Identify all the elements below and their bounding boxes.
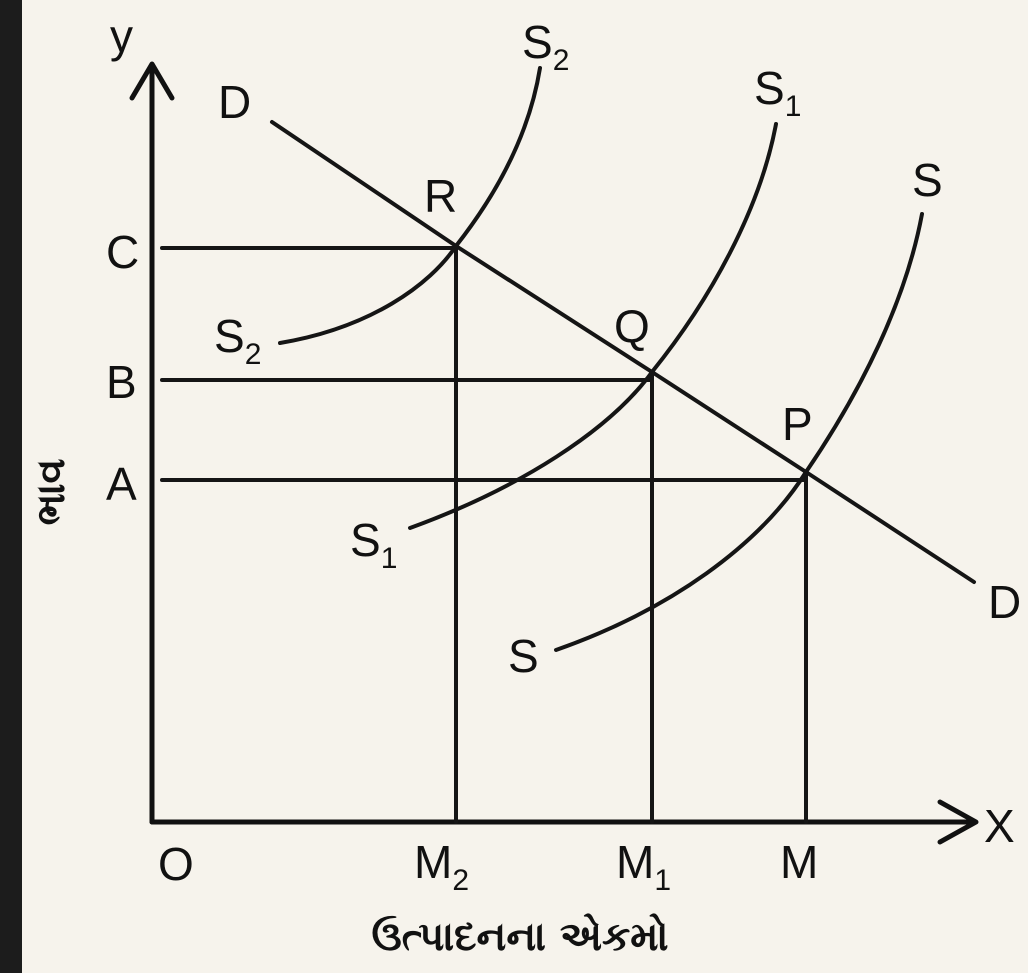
- price-label-b: B: [106, 356, 137, 408]
- origin-label: O: [158, 838, 194, 890]
- supply-curve-s: [554, 212, 924, 652]
- supply-label-s2-top: S2: [522, 16, 569, 77]
- point-label-p: P: [782, 398, 813, 450]
- demand-curve: [270, 120, 976, 584]
- quantity-label-m: M: [780, 836, 818, 888]
- y-axis-letter: y: [110, 10, 133, 62]
- supply-label-s-bottom: S: [508, 630, 539, 682]
- x-axis-title: ઉત્પાદનના એકમો: [371, 913, 668, 960]
- point-label-r: R: [424, 170, 457, 222]
- supply-curve-s2: [278, 66, 542, 345]
- supply-label-s1-top: S1: [754, 62, 801, 123]
- x-axis-letter: X: [984, 800, 1015, 852]
- y-axis-title: ભાવ: [28, 459, 74, 526]
- x-axis-arrowhead: [937, 799, 979, 845]
- price-label-a: A: [106, 458, 137, 510]
- demand-label-bottom: D: [988, 576, 1021, 628]
- supply-label-s-top: S: [912, 154, 943, 206]
- page-edge: [0, 0, 22, 973]
- supply-label-s1-bottom: S1: [350, 514, 397, 575]
- y-axis-arrowhead: [129, 61, 175, 101]
- supply-label-s2-bottom: S2: [214, 310, 261, 371]
- quantity-label-m2: M2: [414, 836, 469, 897]
- supply-curve-s1: [408, 122, 778, 530]
- price-label-c: C: [106, 226, 139, 278]
- quantity-label-m1: M1: [616, 836, 671, 897]
- demand-label-top: D: [218, 76, 251, 128]
- point-label-q: Q: [614, 300, 650, 352]
